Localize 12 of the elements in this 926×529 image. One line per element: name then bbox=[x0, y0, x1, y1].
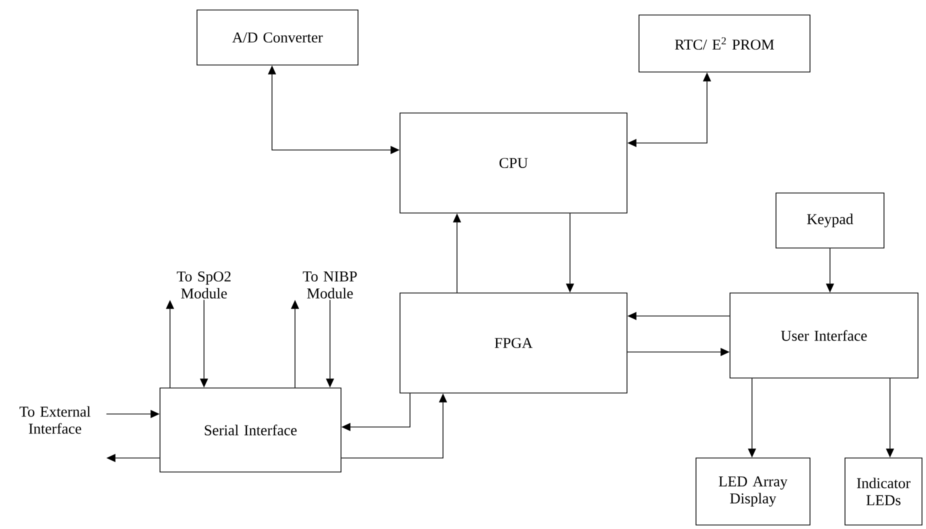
block-box: FPGA bbox=[400, 292, 628, 394]
block-box: Keypad bbox=[776, 192, 884, 248]
block-box: RTC/ E$^{2}$ PROM bbox=[638, 14, 810, 72]
block-box: CPU bbox=[400, 112, 628, 214]
text-label: To NIBP Module bbox=[302, 272, 357, 298]
text-label: To External Interface bbox=[20, 406, 90, 434]
text-label: To SpO2 Module bbox=[176, 271, 231, 299]
block-box: Serial Interface bbox=[160, 388, 342, 472]
block-box: Indicator LEDs bbox=[844, 458, 922, 526]
block-box: A/D Converter bbox=[196, 10, 358, 66]
block-box: User Interface bbox=[730, 292, 918, 378]
block-box: LED Array Display bbox=[696, 458, 810, 526]
